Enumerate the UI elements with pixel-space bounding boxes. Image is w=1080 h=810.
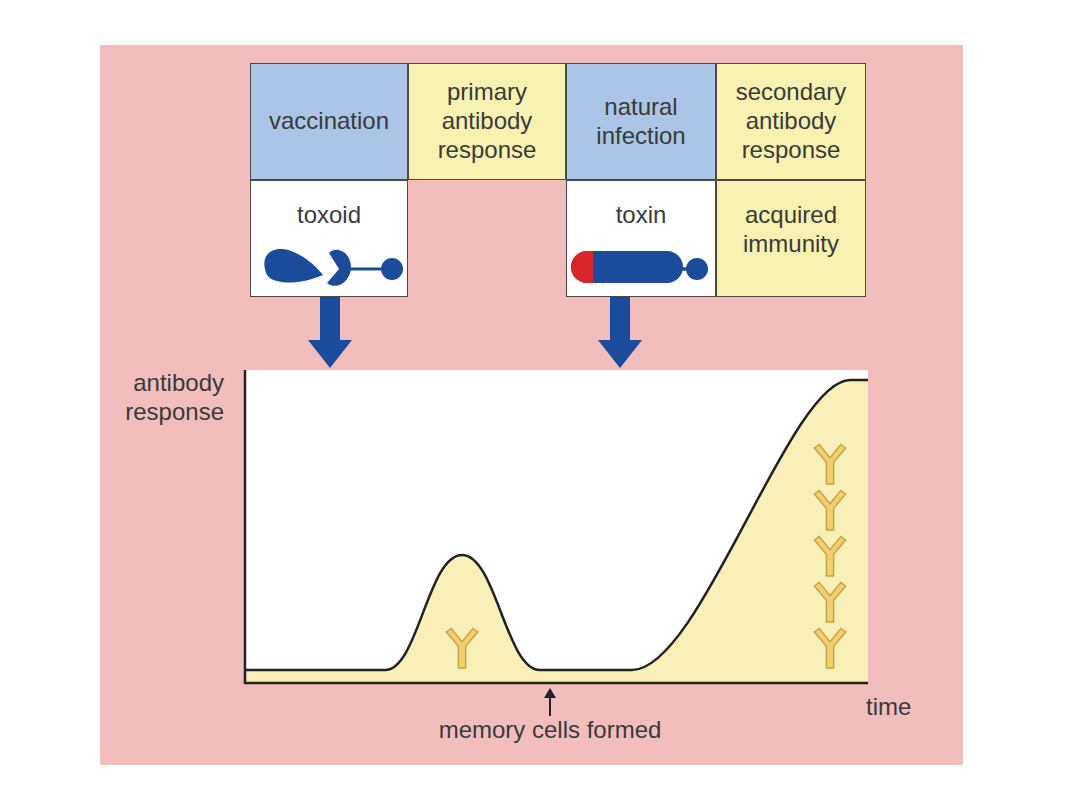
table-cell: vaccination — [250, 63, 408, 180]
pointer-line — [549, 696, 551, 716]
antibody-icon — [814, 582, 845, 622]
table-cell: secondary antibody response — [716, 63, 866, 180]
plot-area — [245, 370, 868, 683]
antibody-icon — [814, 490, 845, 530]
down-arrow — [308, 297, 352, 368]
toxin-icon — [567, 181, 717, 298]
cell-text: acquired immunity — [723, 201, 859, 259]
table-cell: acquired immunity — [716, 180, 866, 297]
cell-text: natural infection — [573, 93, 709, 151]
pointer-head — [544, 688, 556, 698]
response-area — [245, 380, 868, 683]
icon-part — [571, 251, 683, 283]
toxoid-icon — [251, 181, 409, 298]
antibody-icon — [814, 536, 845, 576]
icon-part — [686, 258, 708, 280]
down-arrow — [598, 297, 642, 368]
cell-text: vaccination — [269, 107, 389, 136]
axes — [245, 370, 868, 683]
icon-part — [327, 250, 351, 286]
axis-label: time — [866, 693, 946, 722]
icon-part — [571, 251, 593, 283]
background-panel — [100, 45, 963, 765]
icon-part — [264, 249, 323, 283]
cell-text: primary antibody response — [415, 78, 559, 164]
icon-part — [350, 268, 381, 271]
antibody-icons — [446, 444, 845, 668]
icon-part — [381, 258, 403, 280]
icon-cell: toxoid — [250, 180, 408, 297]
antibody-icon — [446, 628, 477, 668]
cell-text: toxin — [616, 201, 667, 230]
table-cell: natural infection — [566, 63, 716, 180]
annotation: memory cells formed — [380, 716, 720, 745]
response-curve — [245, 380, 868, 670]
antibody-icon — [814, 628, 845, 668]
antibody-icon — [814, 444, 845, 484]
icon-cell: toxin — [566, 180, 716, 297]
axis-label: antibody response — [100, 369, 224, 427]
cell-text: secondary antibody response — [723, 78, 859, 164]
cell-text: toxoid — [297, 201, 361, 230]
table-cell: primary antibody response — [408, 63, 566, 180]
